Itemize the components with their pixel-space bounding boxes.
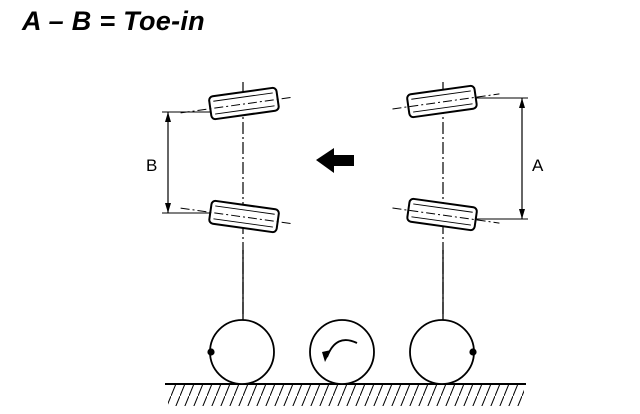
left-top-tire [180,86,292,121]
right-wheel-assembly: A [392,82,544,385]
rotation-arrow-icon [322,339,358,362]
arrow-left-icon [316,148,354,173]
diagram-title: A – B = Toe-in [22,6,205,36]
left-side-wheel [207,319,275,385]
label-a: A [532,156,544,175]
dimension-a [476,97,528,220]
right-bottom-tire [392,197,500,232]
left-bottom-tire [180,199,292,234]
dimension-b [162,111,210,214]
ground [165,383,526,406]
right-top-tire [392,84,500,119]
left-wheel-assembly: B [146,82,292,385]
right-side-wheel [409,319,477,385]
label-b: B [146,156,157,175]
center-rolling-wheel [309,319,375,385]
